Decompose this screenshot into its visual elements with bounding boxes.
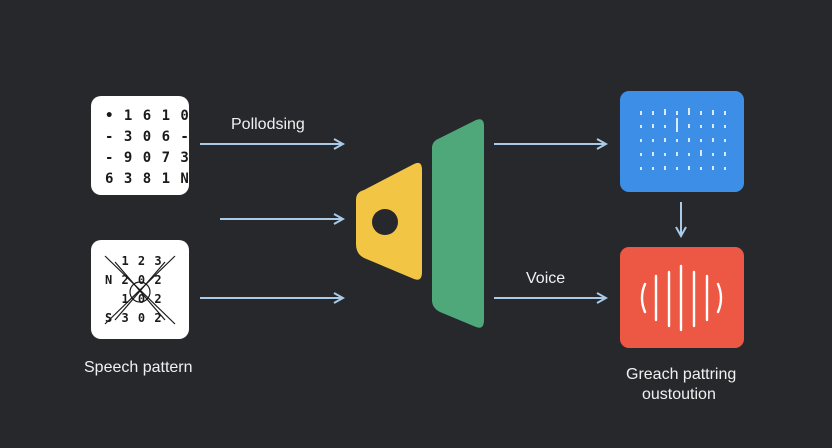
pattern-grid-row: N 2 0 2 xyxy=(105,273,163,287)
number-grid-card: • 1 6 1 0 - 3 0 6 - - 9 0 7 3 6 3 8 1 N xyxy=(91,96,189,195)
speech-pattern-card: 1 2 3 N 2 0 2 1 0 2 S 3 0 2 xyxy=(91,240,189,339)
right-caption-line1: Greach pattring xyxy=(626,366,737,383)
cross-lines-icon xyxy=(104,255,176,325)
number-grid-row: • 1 6 1 0 xyxy=(105,108,190,124)
dot-grid-icon xyxy=(640,108,726,170)
pattern-grid: 1 2 3 N 2 0 2 1 0 2 S 3 0 2 xyxy=(105,252,177,328)
sound-bars-icon xyxy=(640,264,723,332)
top-arrow-label: Pollodsing xyxy=(231,116,305,133)
left-caption: Speech pattern xyxy=(84,359,193,376)
pattern-grid-row: 1 0 2 xyxy=(105,292,163,306)
number-grid: • 1 6 1 0 - 3 0 6 - - 9 0 7 3 6 3 8 1 N xyxy=(105,106,190,190)
right-caption-line2: oustoution xyxy=(642,386,716,403)
pattern-grid-row: 1 2 3 xyxy=(105,254,163,268)
number-grid-row: - 9 0 7 3 xyxy=(105,150,190,166)
number-grid-row: 6 3 8 1 N xyxy=(105,171,190,187)
yellow-shape-hole xyxy=(372,209,398,235)
pattern-grid-row: S 3 0 2 xyxy=(105,311,163,325)
number-grid-row: - 3 0 6 - xyxy=(105,129,190,145)
green-processor-shape xyxy=(432,119,484,328)
bottom-arrow-label: Voice xyxy=(526,270,566,287)
